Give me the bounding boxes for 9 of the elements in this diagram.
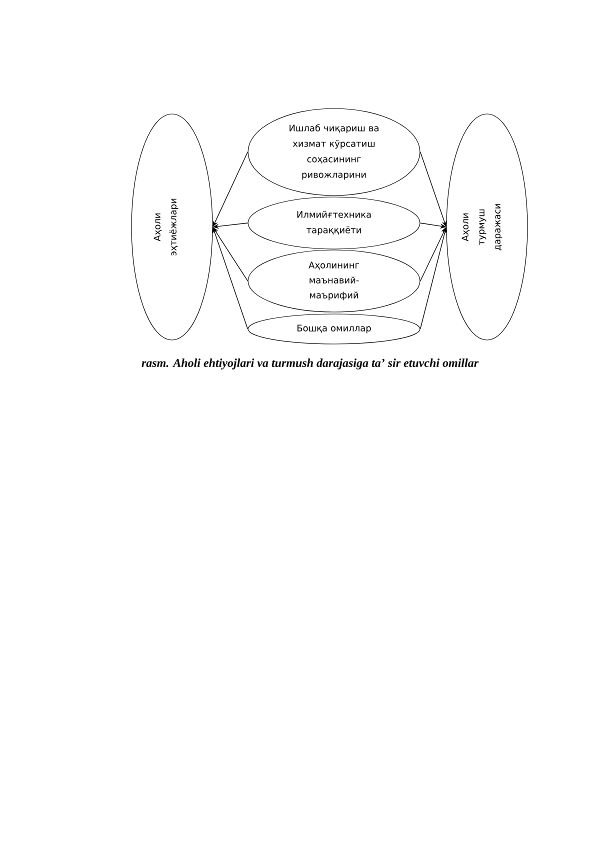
- ellipse-node: Аҳоли эҳтиёжлари: [131, 114, 213, 340]
- arrow: [212, 152, 248, 227]
- ellipse-node: Бошқа омиллар: [248, 314, 420, 344]
- ellipse-node: Аҳолининг маънавий-маърифий: [248, 250, 420, 312]
- ellipse-node: Аҳоли турмуш даражаси: [446, 114, 528, 340]
- arrow: [212, 227, 248, 282]
- ellipse-node: Ишлаб чиқариш ва хизмат кўрсатиш соҳасининг ривожларини: [248, 108, 420, 196]
- ellipse-node: Илмийғтехника тараққиёти: [248, 196, 420, 250]
- caption: rasm. Aholi ehtiyojlari va turmush darajasiga ta’ sir etuvchi omillar: [142, 358, 479, 370]
